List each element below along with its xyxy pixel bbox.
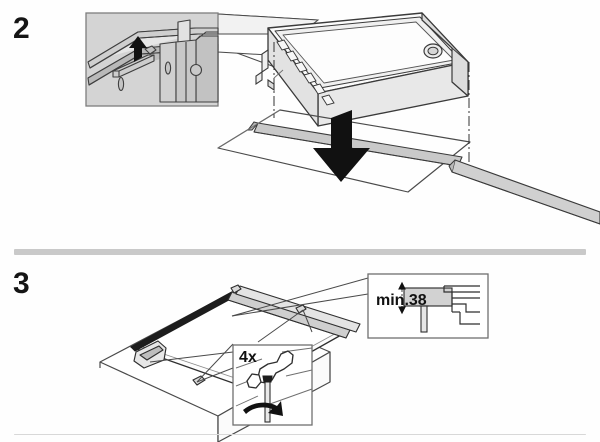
clamp-section	[419, 305, 429, 333]
worktop-edge-lines	[217, 352, 331, 442]
spring-clip	[112, 45, 157, 78]
clip-push-up-arrow	[129, 36, 147, 62]
clip-engagement-detail-box	[85, 12, 219, 107]
clamp-screw-detail-box	[232, 344, 313, 426]
thickness-leader-lines	[231, 277, 369, 317]
step-3-illustration	[99, 273, 489, 442]
step-3-number: 3	[13, 267, 30, 300]
step-2-number: 2	[13, 12, 30, 45]
fixing-hole-left	[117, 76, 125, 92]
quantity-badge: 4x	[239, 349, 257, 366]
clamp-back-2	[295, 304, 307, 314]
step-2-illustration	[85, 12, 600, 225]
clamp-back-1	[230, 284, 242, 294]
step-3-panel: 3 4x min.38	[0, 256, 600, 442]
construction-lines	[217, 69, 284, 149]
tighten-rotate-arrow	[243, 401, 283, 416]
step-2-panel: 2	[13, 12, 600, 225]
control-knob-inner	[427, 46, 439, 56]
step-divider	[14, 249, 586, 255]
screw-shaft	[262, 375, 273, 423]
alignment-centerlines	[273, 42, 470, 166]
worktop-thickness-detail-box	[367, 273, 489, 339]
dimension-label: min.38	[376, 292, 427, 309]
fixing-hole-right	[189, 63, 203, 77]
dimension-arrows	[398, 281, 406, 315]
fixing-hole-mid	[164, 61, 172, 75]
worktop-surface-edge	[448, 159, 600, 225]
insert-down-arrow	[313, 110, 370, 182]
footer-rule	[14, 434, 586, 435]
mounting-bracket-left	[255, 48, 275, 92]
cooktop-unit	[255, 12, 469, 127]
clamp-leader-lines	[149, 309, 313, 383]
touch-control-segments	[276, 39, 335, 106]
